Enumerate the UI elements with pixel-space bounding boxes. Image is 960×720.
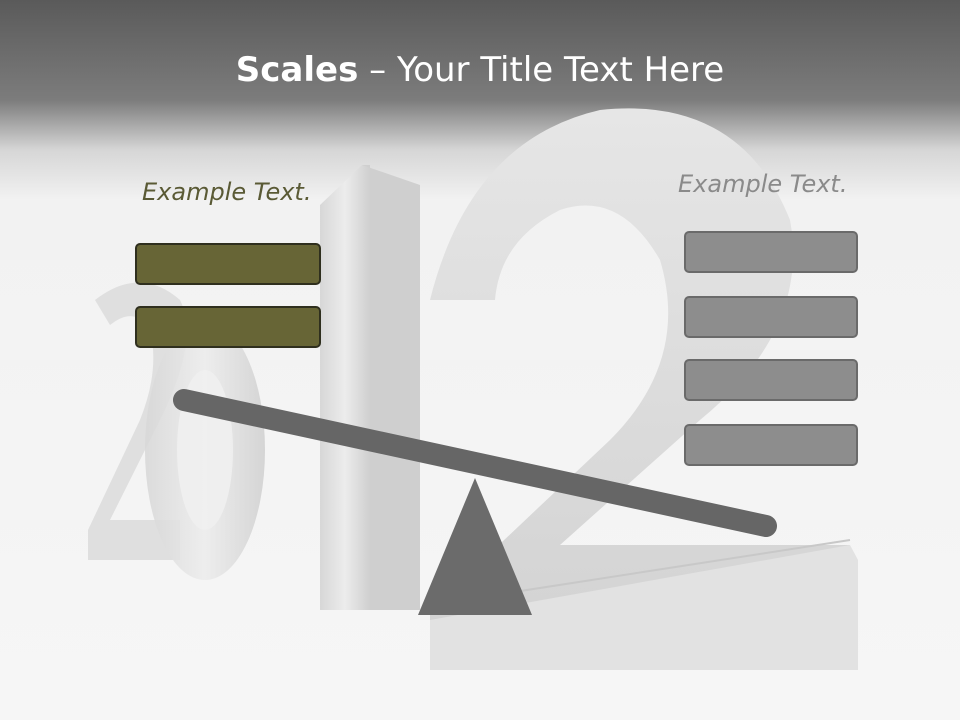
right-box-2 bbox=[684, 296, 858, 338]
right-box-3 bbox=[684, 359, 858, 401]
scale-fulcrum bbox=[418, 478, 532, 615]
right-caption: Example Text. bbox=[678, 170, 848, 198]
right-box-1 bbox=[684, 231, 858, 273]
title-rest: – Your Title Text Here bbox=[358, 50, 725, 90]
title-bold: Scales bbox=[235, 50, 359, 90]
slide-title: Scales – Your Title Text Here bbox=[0, 50, 960, 90]
left-box-2 bbox=[135, 306, 321, 348]
left-caption: Example Text. bbox=[142, 178, 312, 206]
left-box-1 bbox=[135, 243, 321, 285]
right-box-4 bbox=[684, 424, 858, 466]
scale-beam bbox=[173, 389, 777, 537]
